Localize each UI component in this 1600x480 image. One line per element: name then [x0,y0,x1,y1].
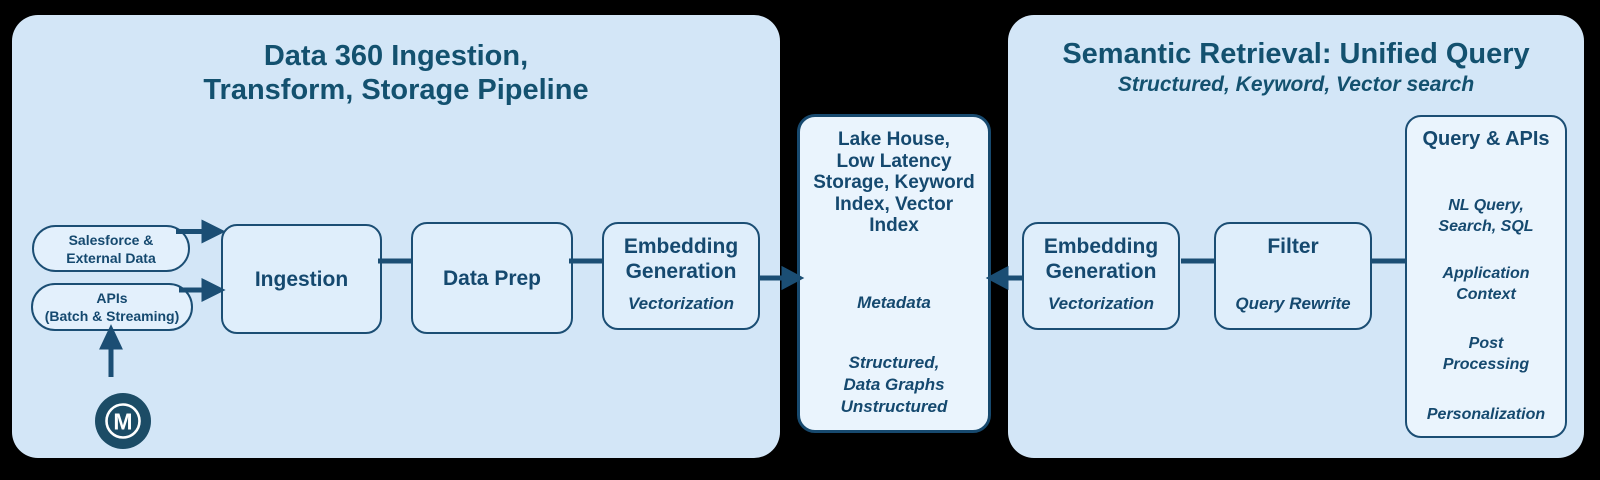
embedding-generation-node-right: Embedding Generation Vectorization [1022,222,1180,330]
ingestion-node: Ingestion [221,224,382,334]
data-prep-label: Data Prep [442,266,542,290]
semantic-retrieval-panel: Semantic Retrieval: Unified Query Struct… [1008,15,1584,458]
apis-batch-streaming-node: APIs (Batch & Streaming) [31,283,193,331]
right-panel-title: Semantic Retrieval: Unified Query [1062,38,1530,70]
lakehouse-title: Lake House, Low Latency Storage, Keyword… [813,129,975,236]
query-apis-title: Query & APIs [1422,128,1550,150]
lakehouse-storage-box: Lake House, Low Latency Storage, Keyword… [797,114,991,433]
embedding-generation-label-right: Embedding Generation [1043,235,1159,283]
logo-letter: M [113,409,132,435]
left-panel-title: Data 360 Ingestion, Transform, Storage P… [203,40,589,106]
query-rewrite-label: Query Rewrite [1235,294,1351,313]
arrow-left-icon [985,265,1009,291]
structured-unstructured-label: Structured, Data Graphs Unstructured [840,353,948,416]
salesforce-external-data-label: Salesforce & External Data [66,231,156,266]
personalization-label: Personalization [1426,406,1546,423]
vectorization-label-left: Vectorization [627,294,735,313]
vectorization-label-right: Vectorization [1047,294,1155,313]
post-processing-label: Post Processing [1442,335,1530,373]
application-context-label: Application Context [1442,265,1530,303]
data-prep-node: Data Prep [411,222,573,334]
logo-outer-circle [95,393,151,449]
filter-label: Filter [1267,235,1319,258]
filter-node: Filter Query Rewrite [1214,222,1372,330]
ingestion-pipeline-panel: Data 360 Ingestion, Transform, Storage P… [12,15,780,458]
ingestion-label: Ingestion [254,267,349,291]
metadata-label: Metadata [857,293,931,312]
apis-batch-streaming-label: APIs (Batch & Streaming) [44,290,180,324]
logo-ring [105,403,141,439]
mulesoft-logo-icon: M [95,393,151,449]
embedding-generation-label-left: Embedding Generation [623,235,739,283]
embedding-generation-node-left: Embedding Generation Vectorization [602,222,760,330]
right-panel-subtitle: Structured, Keyword, Vector search [1117,73,1475,96]
query-apis-box: Query & APIs NL Query, Search, SQL Appli… [1405,115,1567,438]
nl-query-search-sql-label: NL Query, Search, SQL [1438,197,1534,235]
salesforce-external-data-node: Salesforce & External Data [32,225,190,272]
